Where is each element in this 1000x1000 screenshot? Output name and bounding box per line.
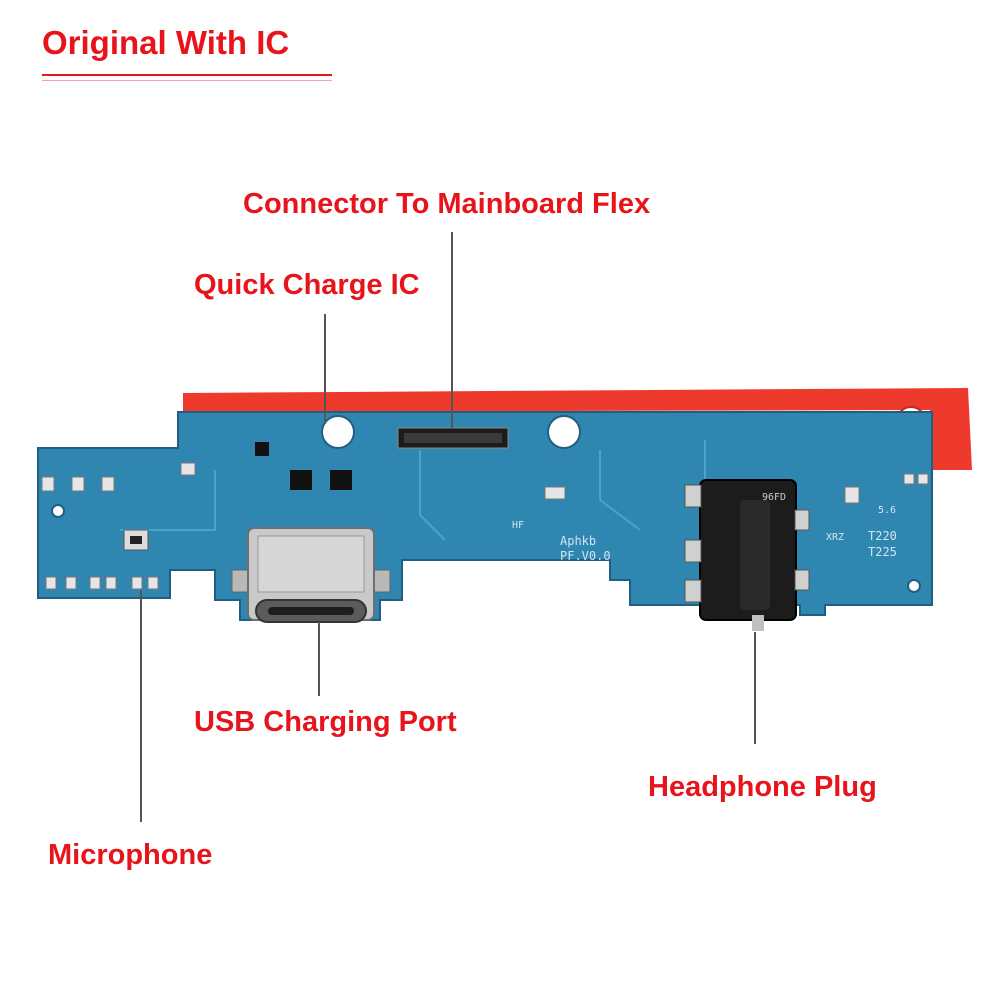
callout-usb-charging-port: USB Charging Port [194,706,457,738]
silk-code: XRZ [826,532,844,543]
silk-model-b: T225 [868,545,897,559]
microphone-component [123,529,149,551]
callout-connector-to-mainboard-flex: Connector To Mainboard Flex [243,188,651,220]
quick-charge-chips [255,442,352,490]
microphone-leader-line [140,590,142,822]
silk-model-a: T220 [868,529,897,543]
title-underline-shadow [42,80,332,81]
silk-jack-code: 96FD [762,492,786,503]
silk-version: PF.V0.0 [560,549,611,563]
board-flex-connector [397,427,509,449]
usb-c-port [231,527,391,623]
connector-leader-line [451,232,453,428]
silk-brand: Aphkb [560,534,596,548]
silk-hf: HF [512,520,524,531]
title-underline [42,74,332,76]
callout-microphone: Microphone [48,839,213,871]
page-title: Original With IC [42,24,290,61]
headphone-jack [684,479,810,631]
usb-port-leader-line [318,622,320,696]
quick-charge-leader-line [324,314,326,424]
solder-pads [41,462,929,590]
callout-headphone-plug: Headphone Plug [648,771,877,803]
headphone-leader-line [754,632,756,744]
silk-rev: 5.6 [878,505,896,516]
callout-quick-charge-ic: Quick Charge IC [194,269,420,301]
